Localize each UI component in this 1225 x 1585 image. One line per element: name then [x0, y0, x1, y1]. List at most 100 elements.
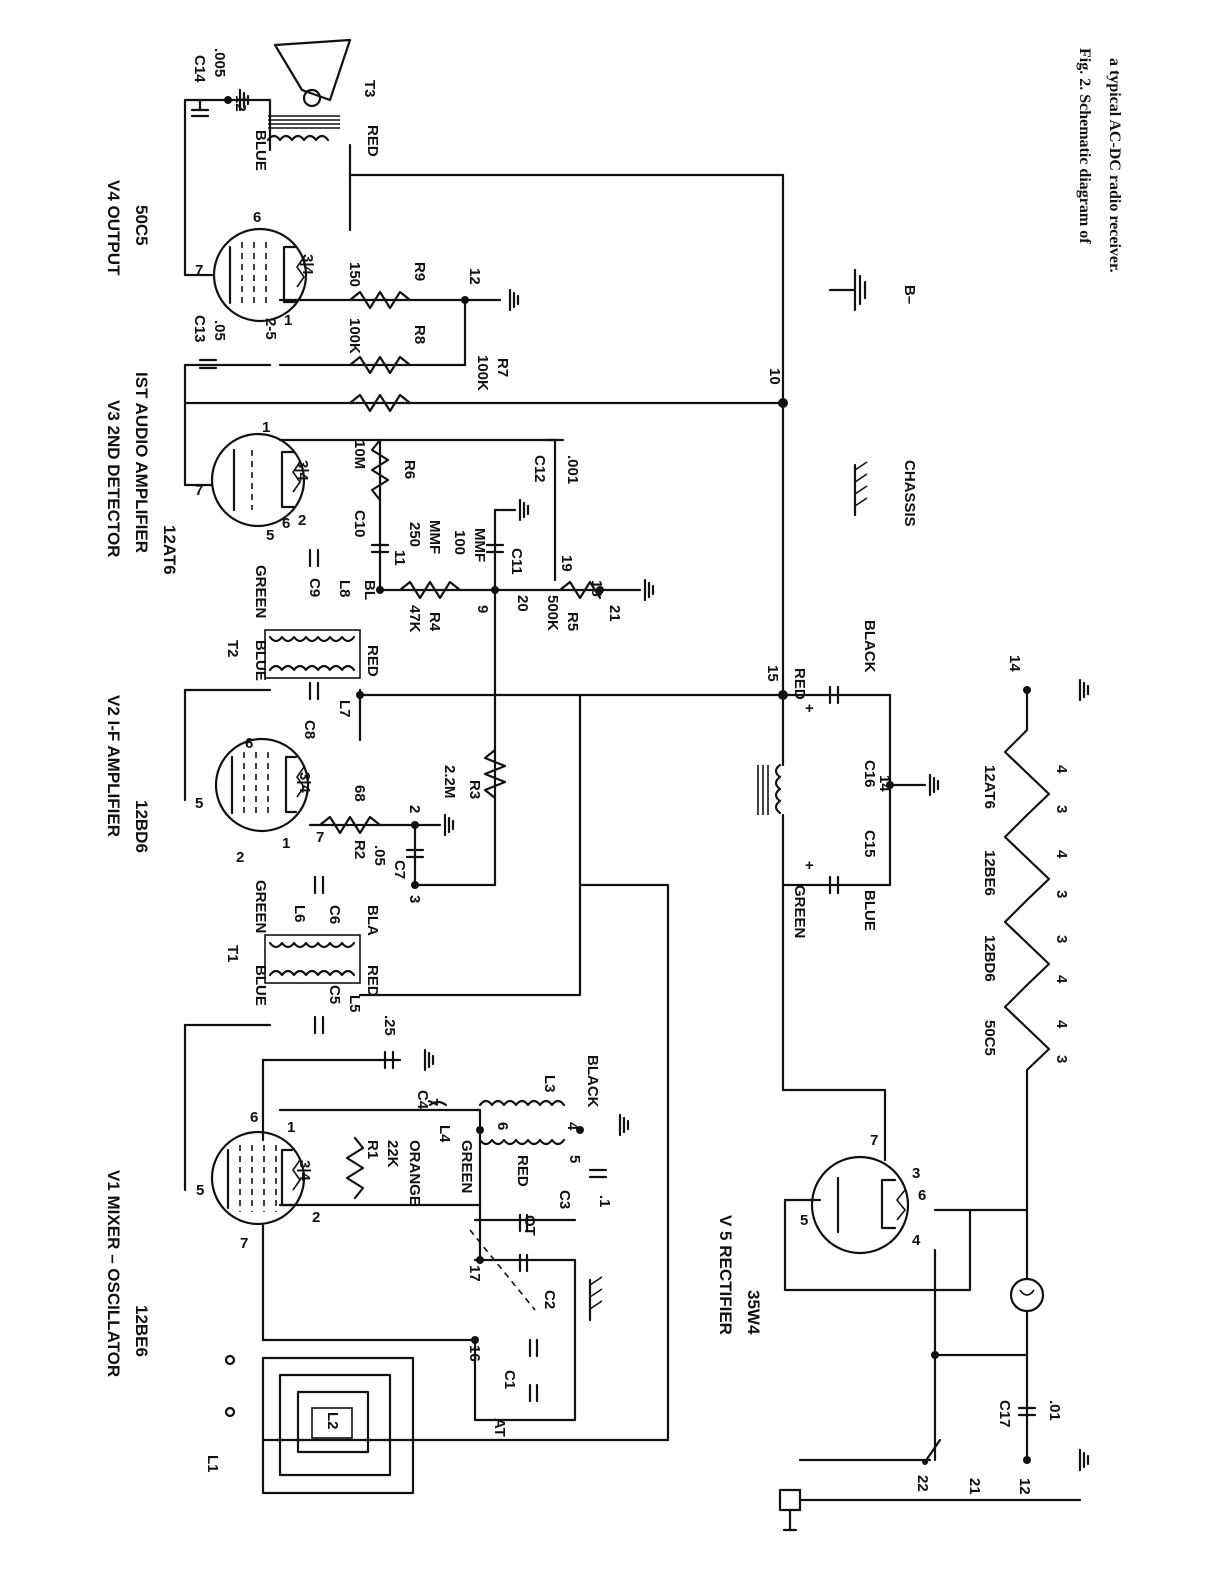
label-green-l3: GREEN [458, 1140, 475, 1193]
label-heater-50c5: 50C5 [981, 1020, 998, 1056]
label-n9: 9 [474, 605, 491, 613]
label-n21-r5: 21 [606, 605, 623, 622]
label-r4-value: 47K [406, 605, 423, 633]
label-c13: C13 [191, 315, 208, 343]
label-l7: L7 [336, 700, 353, 718]
wiring [183, 98, 1082, 1502]
v4-pin-6: 6 [253, 209, 261, 226]
label-c17: C17 [996, 1400, 1013, 1428]
label-n5-l3: 5 [566, 1155, 583, 1163]
v3-pin-5: 5 [266, 527, 274, 544]
label-r2: R2 [351, 840, 368, 859]
label-c4: C4 [414, 1090, 431, 1110]
label-blue-c15: BLUE [861, 890, 878, 931]
label-red-t3: RED [364, 125, 381, 157]
capacitors [190, 98, 1037, 1417]
oscillator-coil-l3 [478, 1099, 566, 1146]
label-r8: R8 [411, 325, 428, 344]
v3-sub: IST AUDIO AMPLIFIER [132, 372, 151, 553]
v2-pin-2: 2 [236, 849, 244, 866]
label-l3: L3 [541, 1075, 558, 1093]
label-c10: C10 [351, 510, 368, 538]
if-transformer-t1 [264, 934, 361, 984]
label-r2-value: 68 [351, 785, 368, 802]
label-heater-pin-a: 4 [1053, 765, 1070, 774]
label-l4: L4 [436, 1125, 453, 1143]
v1-pin-3-4: 3|4 [296, 1160, 313, 1182]
label-t2: T2 [224, 640, 241, 658]
label-t1: T1 [224, 945, 241, 963]
v5-pin-3: 3 [912, 1165, 920, 1182]
filter-choke [757, 763, 782, 815]
v2-type: 12BD6 [132, 800, 151, 853]
tube-v4 [212, 227, 308, 323]
caption-line-1: Fig. 2. Schematic diagram of [1076, 48, 1093, 244]
label-n3: 3 [406, 895, 423, 903]
v2-pin-5: 5 [195, 795, 203, 812]
label-c13-value: .05 [211, 320, 228, 341]
label-c9: C9 [306, 578, 323, 597]
label-n7-l4: 7 [424, 1098, 441, 1106]
v3-label: V3 2ND DETECTOR [104, 400, 123, 557]
v4-pin-2-5: 2-5 [262, 318, 279, 340]
resistor-r1 [345, 1136, 365, 1200]
label-c17-value: .01 [1046, 1400, 1063, 1421]
label-c5: C5 [326, 985, 343, 1004]
label-c12: C12 [531, 455, 548, 483]
resistor-r7 [348, 393, 412, 413]
v4-type: 50C5 [132, 205, 151, 246]
v3-type: 12AT6 [160, 525, 179, 575]
label-c12-value: .001 [564, 455, 581, 484]
label-n14-filter: 14 [876, 775, 893, 792]
tube-v2 [214, 737, 310, 833]
coil-l4 [428, 1100, 448, 1107]
resistor-r6 [370, 438, 390, 502]
label-c10-unit: MMF [426, 520, 443, 554]
label-black-c16: BLACK [861, 620, 878, 673]
resistors [318, 290, 602, 1200]
v1-pin-6: 6 [250, 1109, 258, 1126]
junction-dots [224, 96, 1031, 1464]
label-c14-value: .005 [211, 48, 228, 77]
label-chassis: CHASSIS [901, 460, 918, 527]
v3-pin-2: 2 [298, 512, 306, 529]
resistor-r5 [558, 580, 602, 600]
label-heater-pin-c: 4 [1053, 850, 1070, 859]
label-n20: 20 [514, 595, 531, 612]
label-n12-r9: 12 [466, 268, 483, 285]
label-c7: C7 [391, 860, 408, 879]
label-c6: C6 [326, 905, 343, 924]
label-r1-value: 22K [384, 1140, 401, 1168]
power-plug-icon [778, 1488, 802, 1532]
label-n19: 19 [558, 555, 575, 572]
label-c2: C2 [541, 1290, 558, 1309]
tube-v1 [210, 1130, 306, 1226]
label-n11: 11 [391, 550, 408, 566]
label-r1: R1 [364, 1140, 381, 1159]
label-n22: 22 [914, 1475, 931, 1492]
power-switch [922, 1438, 942, 1465]
v5-pin-6: 6 [918, 1187, 926, 1204]
label-red-t1: RED [364, 965, 381, 997]
v2-label: V2 I-F AMPLIFIER [104, 695, 123, 837]
v1-type: 12BE6 [132, 1305, 151, 1357]
label-n6-l3: 6 [494, 1122, 511, 1130]
label-n10: 10 [766, 368, 783, 385]
v1-pin-2: 2 [312, 1209, 320, 1226]
tube-v5 [810, 1155, 910, 1255]
label-heater-pin-g: 4 [1053, 1020, 1070, 1029]
v4-pin-3-4: 3|4 [299, 254, 316, 276]
label-c11: C11 [508, 548, 525, 575]
v4-pin-1: 1 [284, 312, 292, 329]
label-n12-top: 12 [232, 95, 249, 112]
label-green-t1: GREEN [252, 880, 269, 933]
label-n15: 15 [764, 665, 781, 682]
label-green-c15: GREEN [791, 885, 808, 938]
label-c16: C16 [861, 760, 878, 788]
label-r9-value: 150 [346, 262, 363, 287]
v1-pin-1: 1 [287, 1119, 295, 1136]
v1-pin-5: 5 [196, 1182, 204, 1199]
output-transformer-t3 [266, 115, 340, 142]
label-r6-value: 10M [351, 440, 368, 469]
resistor-r9 [348, 290, 412, 310]
